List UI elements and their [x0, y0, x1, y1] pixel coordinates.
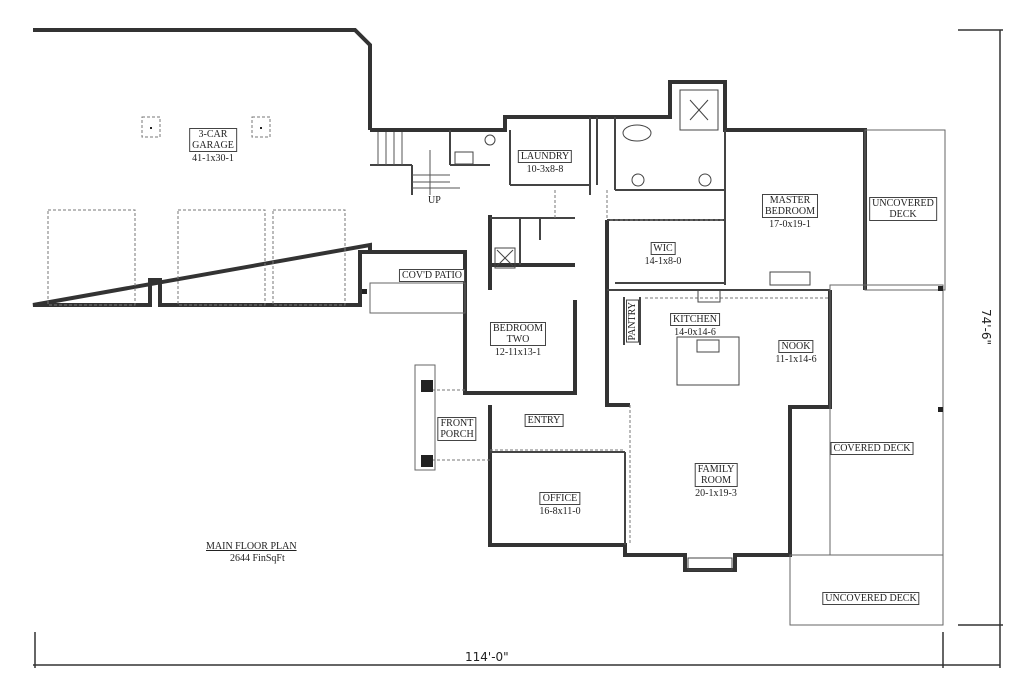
overall-depth-dimension: 74'-6"	[979, 308, 994, 346]
room-label-nook: NOOK 11-1x14-6	[775, 340, 817, 365]
room-label-entry: ENTRY	[524, 414, 564, 427]
room-label-office: OFFICE 16-8x11-0	[539, 492, 581, 517]
overall-width-dimension: 114'-0"	[465, 650, 509, 664]
room-label-covered-deck: COVERED DECK	[830, 442, 914, 455]
room-label-wic: WIC 14-1x8-0	[644, 242, 682, 267]
room-label-covd-patio: COV'D PATIO	[398, 269, 466, 282]
room-label-kitchen: KITCHEN 14-0x14-6	[670, 313, 720, 338]
room-label-laundry: LAUNDRY 10-3x8-8	[517, 150, 573, 175]
room-label-uncovered-deck-bottom: UNCOVERED DECK	[822, 592, 920, 605]
garage-walls	[32, 28, 372, 307]
stairs-up-label: UP	[428, 195, 441, 206]
plan-title: MAIN FLOOR PLAN	[206, 541, 297, 552]
room-label-pantry: PANTRY	[626, 300, 639, 343]
plan-area: 2644 FinSqFt	[230, 553, 285, 564]
